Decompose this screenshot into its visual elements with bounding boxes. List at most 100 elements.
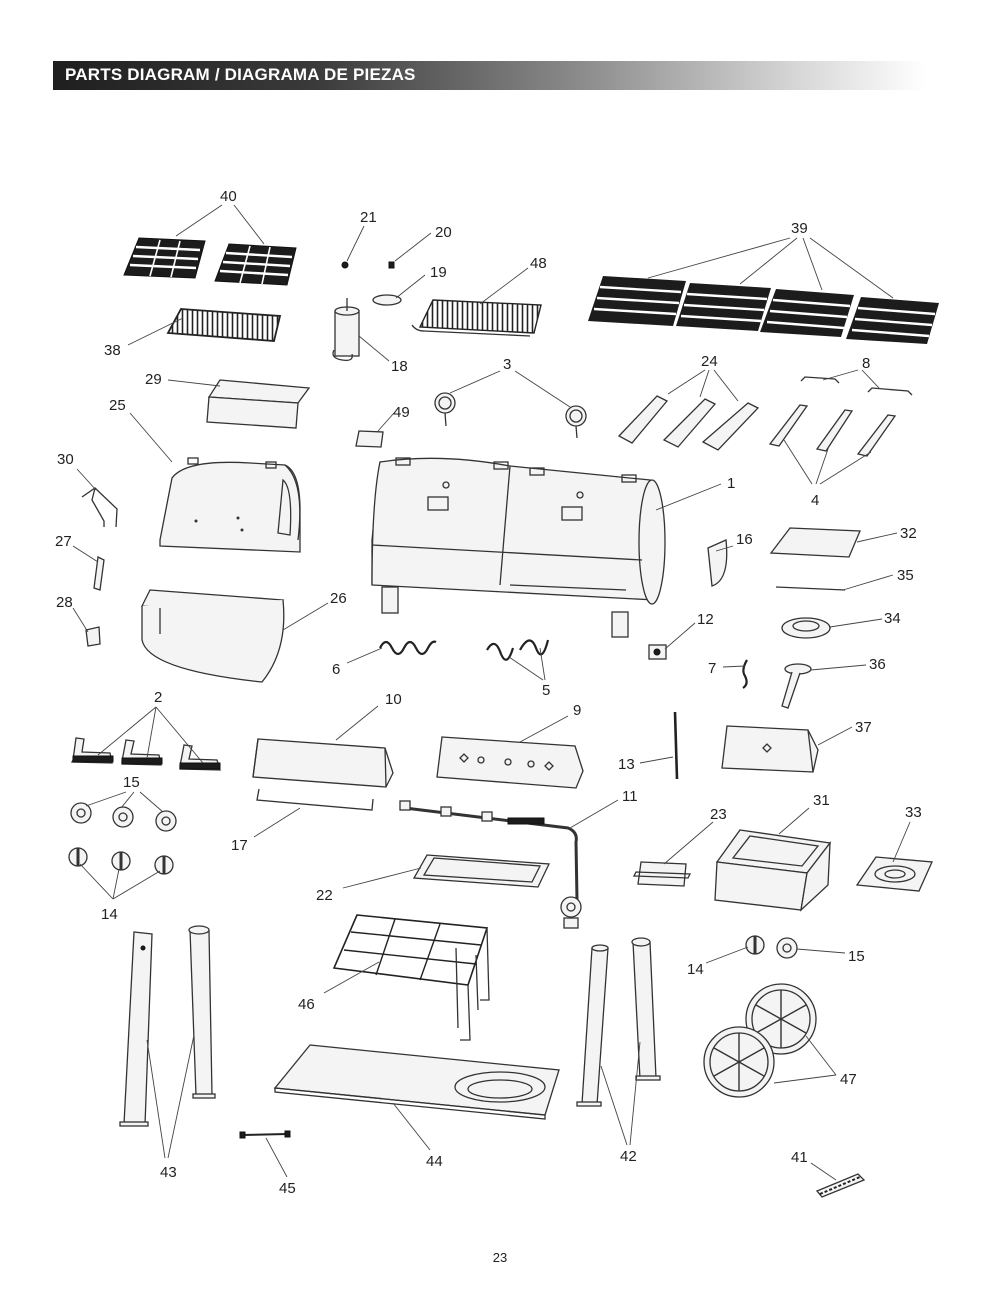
- part-label-7: 7: [708, 660, 716, 677]
- front-panel-10: [252, 738, 394, 788]
- part-label-21: 21: [360, 209, 377, 226]
- part-27-bracket: [93, 556, 105, 591]
- part-label-18: 18: [391, 358, 408, 375]
- part-label-46: 46: [298, 996, 315, 1013]
- part-16-panel: [707, 539, 728, 587]
- part-label-4: 4: [811, 492, 819, 509]
- part-label-32: 32: [900, 525, 917, 542]
- part-label-27: 27: [55, 533, 72, 550]
- charcoal-tray-48: [411, 299, 542, 337]
- part-labels: 40 21 20 19 48 39 38 18 3 24 8 29 25 49 …: [55, 188, 922, 1197]
- header-bar: PARTS DIAGRAM / DIAGRAMA DE PIEZAS: [53, 61, 926, 90]
- part-label-9: 9: [573, 702, 581, 719]
- part-label-31: 31: [813, 792, 830, 809]
- knobs-14: [68, 847, 174, 875]
- tool-41: [815, 1173, 866, 1198]
- page-number: 23: [492, 1250, 508, 1265]
- part-13-rod: [673, 711, 679, 780]
- side-burner-36: [781, 663, 812, 709]
- part-label-16: 16: [736, 531, 753, 548]
- part-label-15: 15: [123, 774, 140, 791]
- part-5-wires: [486, 639, 550, 661]
- warming-rack-38: [166, 308, 282, 342]
- bottom-shelf-44: [273, 1044, 560, 1120]
- part-label-17: 17: [231, 837, 248, 854]
- part-label-25: 25: [109, 397, 126, 414]
- part-label-45: 45: [279, 1180, 296, 1197]
- part-label-8: 8: [862, 355, 870, 372]
- cooking-grates-39: [588, 276, 939, 344]
- part-28-bracket: [85, 626, 101, 647]
- part-label-20: 20: [435, 224, 452, 241]
- part-label-24: 24: [701, 353, 718, 370]
- part-label-28: 28: [56, 594, 73, 611]
- knob-14-right: [745, 935, 765, 955]
- side-burner-box-31: [714, 829, 832, 912]
- brackets-2: [70, 737, 221, 771]
- part-label-43: 43: [160, 1164, 177, 1181]
- part-29-box: [206, 379, 311, 429]
- thermometer-3: [434, 392, 587, 439]
- part-6-wire: [379, 640, 437, 656]
- firebox-lid-25: [159, 457, 301, 553]
- part-label-14: 14: [101, 906, 118, 923]
- heat-tents-24: [617, 395, 760, 451]
- part-label-3: 3: [503, 356, 511, 373]
- part-label-19: 19: [430, 264, 447, 281]
- part-label-33: 33: [905, 804, 922, 821]
- part-21-screw: [341, 261, 349, 269]
- part-label-23: 23: [710, 806, 727, 823]
- knob-bezels-15: [70, 802, 177, 832]
- part-label-26: 26: [330, 590, 347, 607]
- legs-42: [576, 937, 661, 1107]
- axle-45: [239, 1130, 291, 1139]
- part-label-1: 1: [727, 475, 735, 492]
- part-label-5: 5: [542, 682, 550, 699]
- side-plate-33: [855, 856, 933, 892]
- part-label-38: 38: [104, 342, 121, 359]
- part-19-cap: [372, 294, 402, 306]
- control-panel-9: [436, 736, 584, 789]
- part-49-plate: [355, 430, 384, 448]
- brackets-8: [800, 376, 913, 396]
- grease-tray-22: [412, 854, 550, 888]
- part-label-37: 37: [855, 719, 872, 736]
- part-label-6: 6: [332, 661, 340, 678]
- part-label-36: 36: [869, 656, 886, 673]
- knob-bezel-15-right: [776, 937, 798, 959]
- part-label-44: 44: [426, 1153, 443, 1170]
- burners-4: [768, 404, 897, 457]
- legs-43: [119, 925, 216, 1127]
- part-label-11: 11: [622, 788, 638, 805]
- part-35-rod: [775, 586, 846, 591]
- firebox-26: [140, 589, 285, 683]
- part-20-nut: [388, 261, 395, 269]
- part-30-handle: [81, 487, 118, 528]
- part-label-40: 40: [220, 188, 237, 205]
- part-7-wire: [742, 659, 748, 689]
- part-label-22: 22: [316, 887, 333, 904]
- wheels-47: [703, 983, 817, 1098]
- part-label-42: 42: [620, 1148, 637, 1165]
- chimney-18: [332, 298, 360, 362]
- part-label-30: 30: [57, 451, 74, 468]
- part-label-41: 41: [791, 1149, 808, 1166]
- part-32-tray: [769, 527, 861, 558]
- cooking-grate-40: [123, 237, 297, 286]
- leader-lines: [72, 204, 911, 1181]
- part-label-13: 13: [618, 756, 635, 773]
- part-label-48: 48: [530, 255, 547, 272]
- part-label-39: 39: [791, 220, 808, 237]
- part-17-rod: [256, 788, 374, 811]
- part-label-12: 12: [697, 611, 714, 628]
- part-label-14-right: 14: [687, 961, 704, 978]
- part-label-15-right: 15: [848, 948, 865, 965]
- side-burner-34: [781, 617, 831, 639]
- part-label-29: 29: [145, 371, 162, 388]
- side-panel-37: [721, 725, 819, 773]
- part-label-49: 49: [393, 404, 410, 421]
- bottom-shelf-frame-46: [332, 914, 490, 1041]
- part-label-47: 47: [840, 1071, 857, 1088]
- part-label-35: 35: [897, 567, 914, 584]
